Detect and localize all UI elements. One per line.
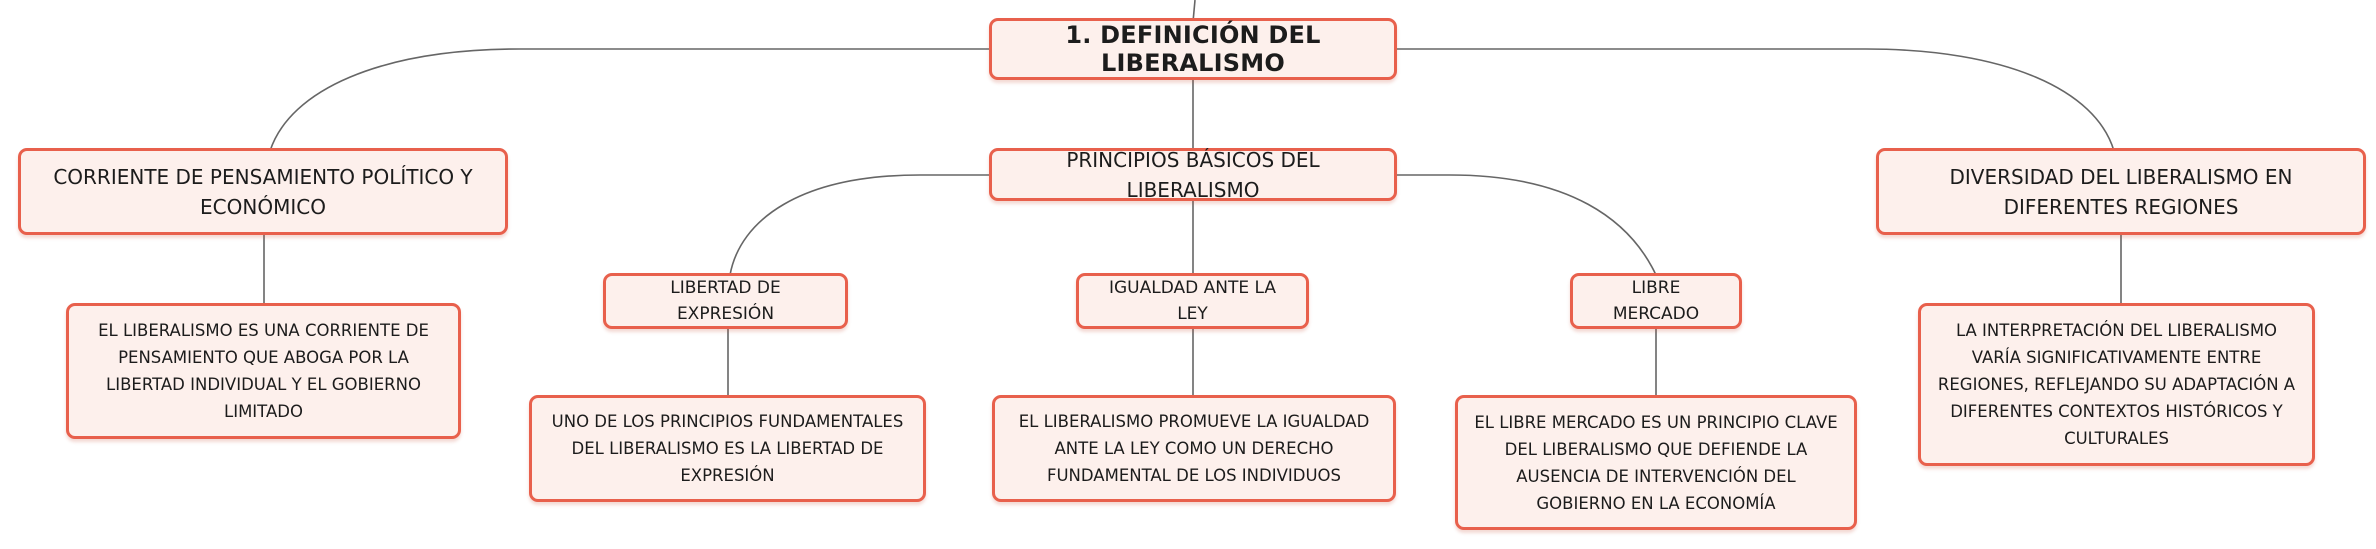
root-label: 1. DEFINICIÓN DEL LIBERALISMO (1065, 21, 1321, 77)
corriente-node[interactable]: CORRIENTE DE PENSAMIENTO POLÍTICO Y ECON… (18, 148, 508, 235)
libertad-note-text: UNO DE LOS PRINCIPIOS FUNDAMENTALES DEL … (551, 412, 904, 485)
libertad-label: LIBERTAD DE EXPRESIÓN (670, 278, 781, 324)
edge-principios-left (729, 174, 993, 276)
mercado-node[interactable]: LIBRE MERCADO (1570, 273, 1742, 329)
principios-node[interactable]: PRINCIPIOS BÁSICOS DEL LIBERALISMO (989, 148, 1397, 202)
libertad-note[interactable]: UNO DE LOS PRINCIPIOS FUNDAMENTALES DEL … (529, 395, 926, 502)
edge-root-right (1394, 48, 2115, 152)
mercado-note[interactable]: EL LIBRE MERCADO ES UN PRINCIPIO CLAVE D… (1455, 395, 1857, 530)
diversidad-node[interactable]: DIVERSIDAD DEL LIBERALISMO EN DIFERENTES… (1876, 148, 2366, 235)
mercado-label: LIBRE MERCADO (1612, 278, 1700, 324)
edge-principios-right (1394, 174, 1657, 276)
edge-root-left (269, 48, 993, 152)
mercado-note-text: EL LIBRE MERCADO ES UN PRINCIPIO CLAVE D… (1474, 412, 1838, 513)
diversidad-label: DIVERSIDAD DEL LIBERALISMO EN DIFERENTES… (1949, 164, 2293, 219)
diversidad-note-text: LA INTERPRETACIÓN DEL LIBERALISMO VARÍA … (1937, 321, 2296, 448)
igualdad-label: IGUALDAD ANTE LA LEY (1108, 278, 1276, 324)
libertad-node[interactable]: LIBERTAD DE EXPRESIÓN (603, 273, 848, 329)
corriente-note-text: EL LIBERALISMO ES UNA CORRIENTE DE PENSA… (98, 321, 429, 421)
corriente-note[interactable]: EL LIBERALISMO ES UNA CORRIENTE DE PENSA… (66, 303, 461, 439)
corriente-label: CORRIENTE DE PENSAMIENTO POLÍTICO Y ECON… (53, 164, 473, 219)
principios-label: PRINCIPIOS BÁSICOS DEL LIBERALISMO (1066, 147, 1320, 202)
root-node[interactable]: 1. DEFINICIÓN DEL LIBERALISMO (989, 18, 1397, 80)
diversidad-note[interactable]: LA INTERPRETACIÓN DEL LIBERALISMO VARÍA … (1918, 303, 2315, 466)
igualdad-node[interactable]: IGUALDAD ANTE LA LEY (1076, 273, 1309, 329)
igualdad-note-text: EL LIBERALISMO PROMUEVE LA IGUALDAD ANTE… (1018, 412, 1370, 485)
igualdad-note[interactable]: EL LIBERALISMO PROMUEVE LA IGUALDAD ANTE… (992, 395, 1396, 502)
